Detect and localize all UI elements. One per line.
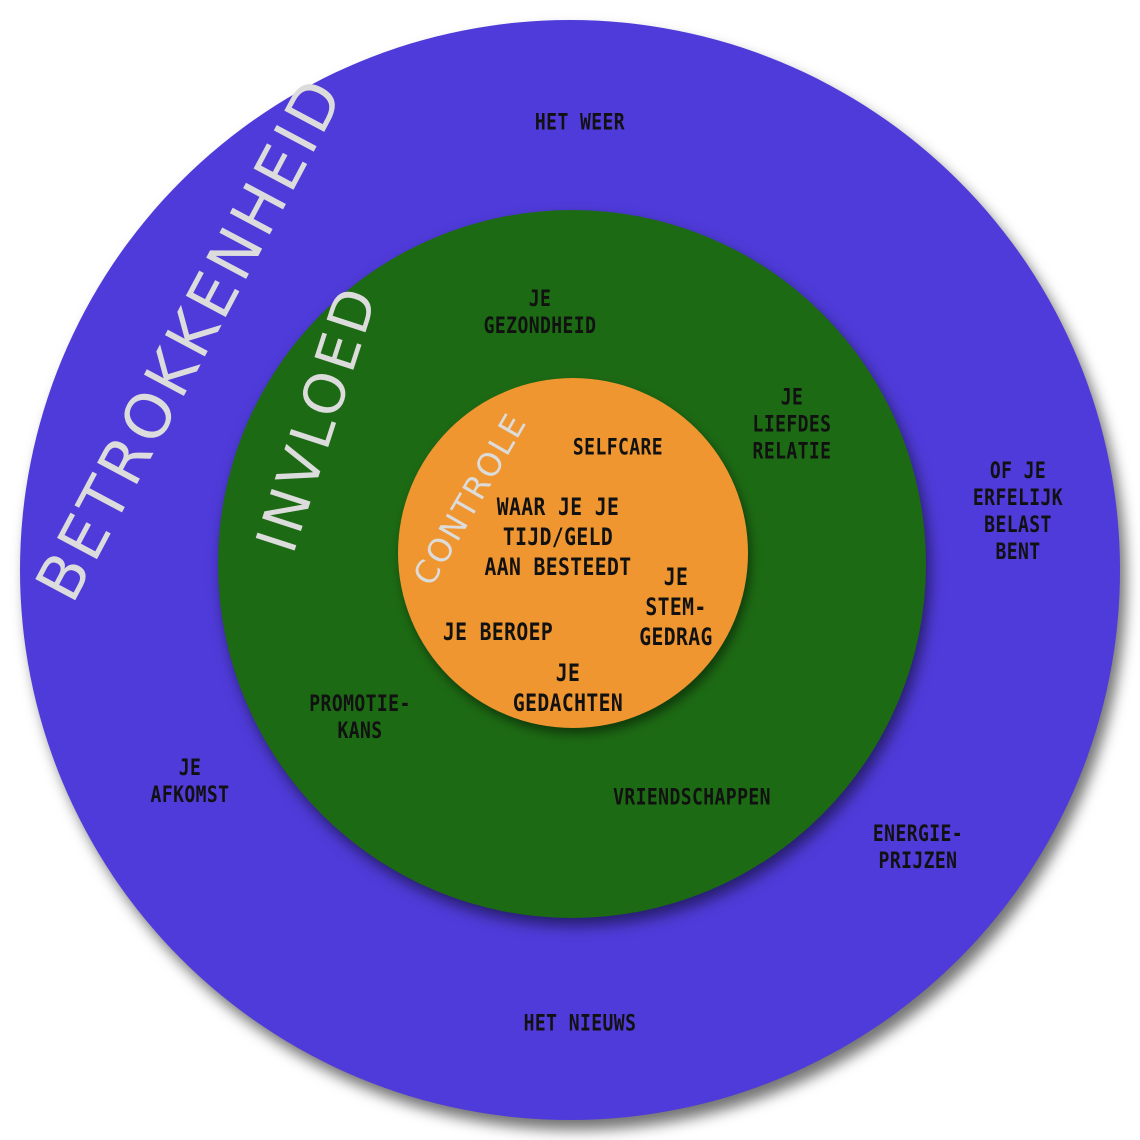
middle-item-health: JE GEZONDHEID: [483, 287, 597, 339]
inner-circle: [398, 378, 748, 728]
outer-item-origin: JE AFKOMST: [150, 756, 230, 808]
inner-item-time-money: WAAR JE JE TIJD/GELD AAN BESTEEDT: [484, 493, 632, 581]
outer-item-news: HET NIEUWS: [523, 1011, 637, 1037]
inner-item-thoughts: JE GEDACHTEN: [512, 659, 624, 717]
inner-item-voting: JE STEM- GEDRAG: [639, 563, 713, 651]
middle-item-friendships: VRIENDSCHAPPEN: [613, 785, 771, 811]
outer-item-energy-prices: ENERGIE- PRIJZEN: [872, 822, 964, 874]
middle-item-promotion: PROMOTIE- KANS: [309, 692, 411, 744]
outer-item-weather: HET WEER: [534, 110, 626, 136]
middle-item-relationship: JE LIEFDES RELATIE: [752, 385, 832, 465]
inner-item-profession: JE BEROEP: [442, 618, 554, 646]
outer-item-hereditary: OF JE ERFELIJK BELAST BENT: [972, 459, 1064, 565]
inner-item-selfcare: SELFCARE: [572, 435, 664, 461]
